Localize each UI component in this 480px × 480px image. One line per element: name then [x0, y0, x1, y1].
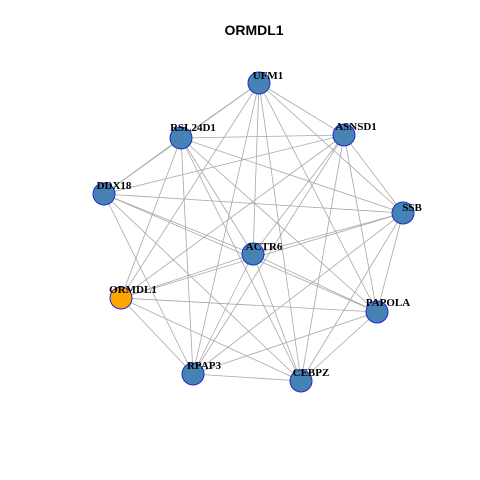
node-actr6[interactable] — [241, 242, 265, 266]
node-label-actr6: ACTR6 — [246, 241, 283, 253]
edge-actr6-cebpz — [252, 253, 302, 382]
edge-asnsd1-ssb — [343, 134, 404, 214]
node-ssb[interactable] — [391, 201, 415, 225]
node-ormdl1[interactable] — [109, 286, 133, 310]
edge-ssb-actr6 — [252, 212, 404, 255]
node-label-rsl24d1: RSL24D1 — [170, 122, 216, 134]
edge-asnsd1-actr6 — [252, 134, 345, 255]
edge-ufm1-asnsd1 — [258, 82, 345, 136]
edge-ufm1-ssb — [258, 82, 404, 214]
node-layer — [92, 71, 415, 393]
node-label-rpap3: RPAP3 — [187, 360, 222, 372]
edge-ormdl1-rpap3 — [120, 297, 194, 375]
node-rsl24d1[interactable] — [169, 126, 193, 150]
graph-title: ORMDL1 — [224, 22, 283, 38]
edge-asnsd1-cebpz — [300, 134, 345, 382]
node-ufm1[interactable] — [247, 71, 271, 95]
node-papola[interactable] — [365, 300, 389, 324]
edge-rpap3-cebpz — [192, 373, 302, 382]
edge-ssb-cebpz — [300, 212, 404, 382]
edge-rsl24d1-ssb — [180, 137, 404, 214]
node-label-asnsd1: ASNSD1 — [335, 121, 377, 133]
edge-ssb-papola — [376, 212, 404, 313]
edge-rsl24d1-rpap3 — [180, 137, 194, 375]
node-label-papola: PAPOLA — [366, 297, 410, 309]
node-cebpz[interactable] — [289, 369, 313, 393]
edge-ufm1-cebpz — [258, 82, 302, 382]
edge-ddx18-cebpz — [103, 193, 302, 382]
node-label-ssb: SSB — [402, 202, 422, 214]
edge-asnsd1-ormdl1 — [120, 134, 345, 299]
edge-rsl24d1-actr6 — [180, 137, 254, 255]
edge-rsl24d1-papola — [180, 137, 378, 313]
edge-layer — [103, 82, 404, 382]
edge-ddx18-rpap3 — [103, 193, 194, 375]
edge-rsl24d1-asnsd1 — [180, 134, 345, 139]
edge-ddx18-papola — [103, 193, 378, 313]
edge-ddx18-ssb — [103, 193, 404, 214]
node-label-ddx18: DDX18 — [97, 180, 132, 192]
edge-ufm1-papola — [258, 82, 378, 313]
edge-ufm1-actr6 — [252, 82, 260, 255]
edge-papola-cebpz — [300, 311, 378, 382]
edge-ssb-rpap3 — [192, 212, 404, 375]
edge-rsl24d1-ormdl1 — [120, 137, 182, 299]
node-ddx18[interactable] — [92, 182, 116, 206]
edge-ormdl1-papola — [120, 297, 378, 313]
edge-ormdl1-cebpz — [120, 297, 302, 382]
node-rpap3[interactable] — [181, 362, 205, 386]
edge-ufm1-ormdl1 — [120, 82, 260, 299]
edge-rsl24d1-cebpz — [180, 137, 302, 382]
edge-asnsd1-papola — [343, 134, 378, 313]
edge-asnsd1-ddx18 — [103, 134, 345, 195]
node-label-ormdl1: ORMDL1 — [109, 284, 157, 296]
edge-actr6-rpap3 — [192, 253, 254, 375]
edge-rsl24d1-ddx18 — [103, 137, 182, 195]
edge-actr6-papola — [252, 253, 378, 313]
node-asnsd1[interactable] — [332, 123, 356, 147]
node-label-ufm1: UFM1 — [253, 70, 284, 82]
node-label-cebpz: CEBPZ — [293, 367, 330, 379]
edge-ddx18-actr6 — [103, 193, 254, 255]
edge-papola-rpap3 — [192, 311, 378, 375]
edge-asnsd1-rpap3 — [192, 134, 345, 375]
edge-actr6-ormdl1 — [120, 253, 254, 299]
